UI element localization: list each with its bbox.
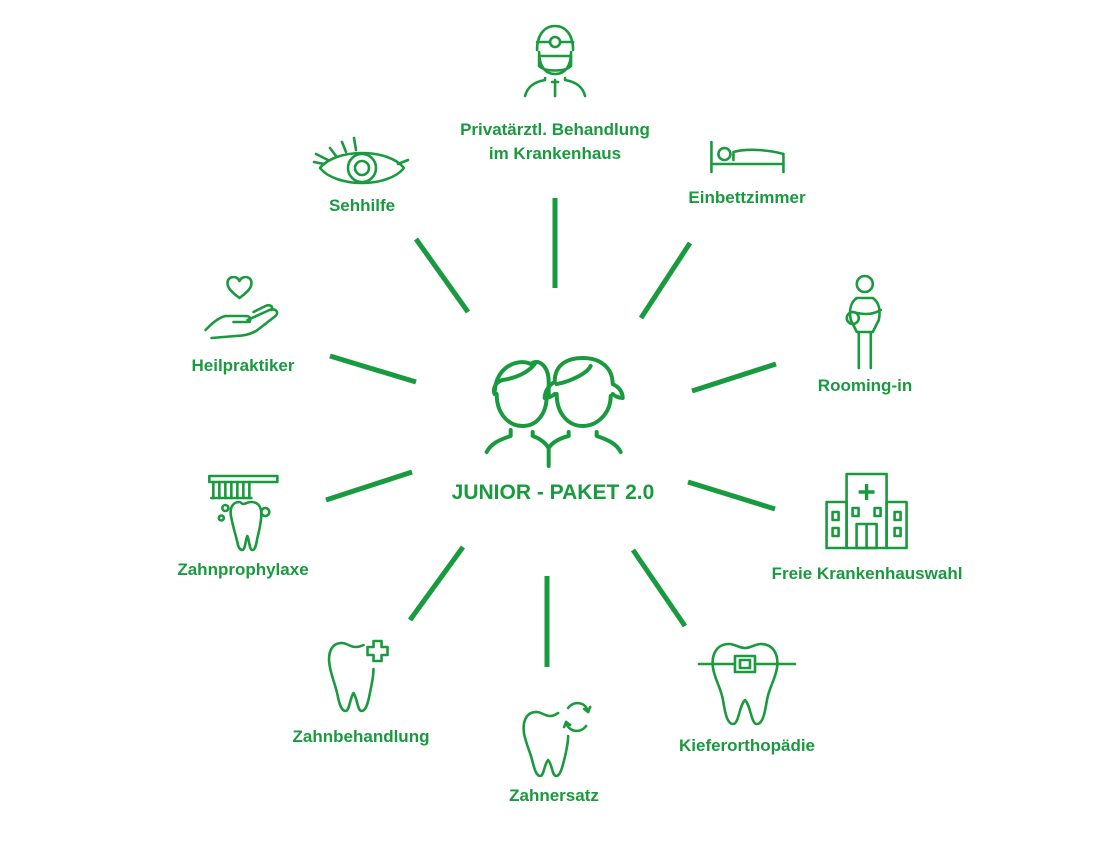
node-zahnersatz: Zahnersatz — [509, 696, 599, 808]
label-einbettzimmer: Einbettzimmer — [688, 188, 806, 207]
spoke-zahnprophylaxe — [325, 469, 413, 503]
label-zahnbehandlung: Zahnbehandlung — [292, 727, 430, 746]
heart-hand-icon — [203, 276, 278, 340]
parent-with-baby-icon — [845, 274, 883, 370]
tooth-braces-icon — [697, 642, 797, 726]
node-heilpraktiker: Heilpraktiker — [192, 276, 295, 378]
label-sehhilfe: Sehhilfe — [328, 196, 396, 215]
node-sehhilfe: Sehhilfe — [312, 134, 412, 218]
eye-icon — [312, 136, 410, 185]
center-node: JUNIOR - PAKET 2.0 — [451, 352, 655, 506]
node-zahnprophylaxe: Zahnprophylaxe — [177, 472, 309, 582]
node-privatarzt: Privatärztl. Behandlung im Krankenhaus — [460, 22, 650, 166]
bed-icon — [709, 140, 785, 174]
node-einbettzimmer: Einbettzimmer — [688, 138, 806, 210]
label-privatarzt: Privatärztl. Behandlung im Krankenhaus — [460, 120, 650, 163]
spoke-sehhilfe — [413, 237, 471, 314]
toothbrush-tooth-icon — [207, 474, 279, 552]
node-kieferorthopaedie: Kieferorthopädie — [679, 636, 815, 758]
children-icon — [485, 356, 625, 468]
label-kieferorthopaedie: Kieferorthopädie — [678, 736, 816, 755]
center-title: JUNIOR - PAKET 2.0 — [451, 481, 655, 504]
tooth-replace-icon — [522, 701, 592, 778]
label-rooming-in: Rooming-in — [817, 376, 913, 395]
label-krankenhauswahl: Freie Krankenhauswahl — [771, 564, 963, 583]
node-zahnbehandlung: Zahnbehandlung — [292, 637, 430, 749]
tooth-cross-icon — [328, 639, 390, 713]
label-zahnprophylaxe: Zahnprophylaxe — [177, 560, 309, 579]
spoke-einbettzimmer — [638, 241, 693, 320]
spoke-heilpraktiker — [329, 353, 417, 385]
node-krankenhauswahl: Freie Krankenhauswahl — [771, 472, 963, 586]
spoke-kieferorthopaedie — [630, 548, 688, 628]
hospital-icon — [825, 472, 909, 550]
label-heilpraktiker: Heilpraktiker — [191, 356, 295, 375]
node-rooming-in: Rooming-in — [818, 274, 912, 398]
spoke-krankenhauswahl — [687, 479, 776, 512]
label-zahnersatz: Zahnersatz — [509, 786, 599, 805]
spoke-rooming-in — [691, 361, 777, 394]
spoke-zahnbehandlung — [407, 545, 466, 622]
doctor-icon — [523, 24, 587, 98]
